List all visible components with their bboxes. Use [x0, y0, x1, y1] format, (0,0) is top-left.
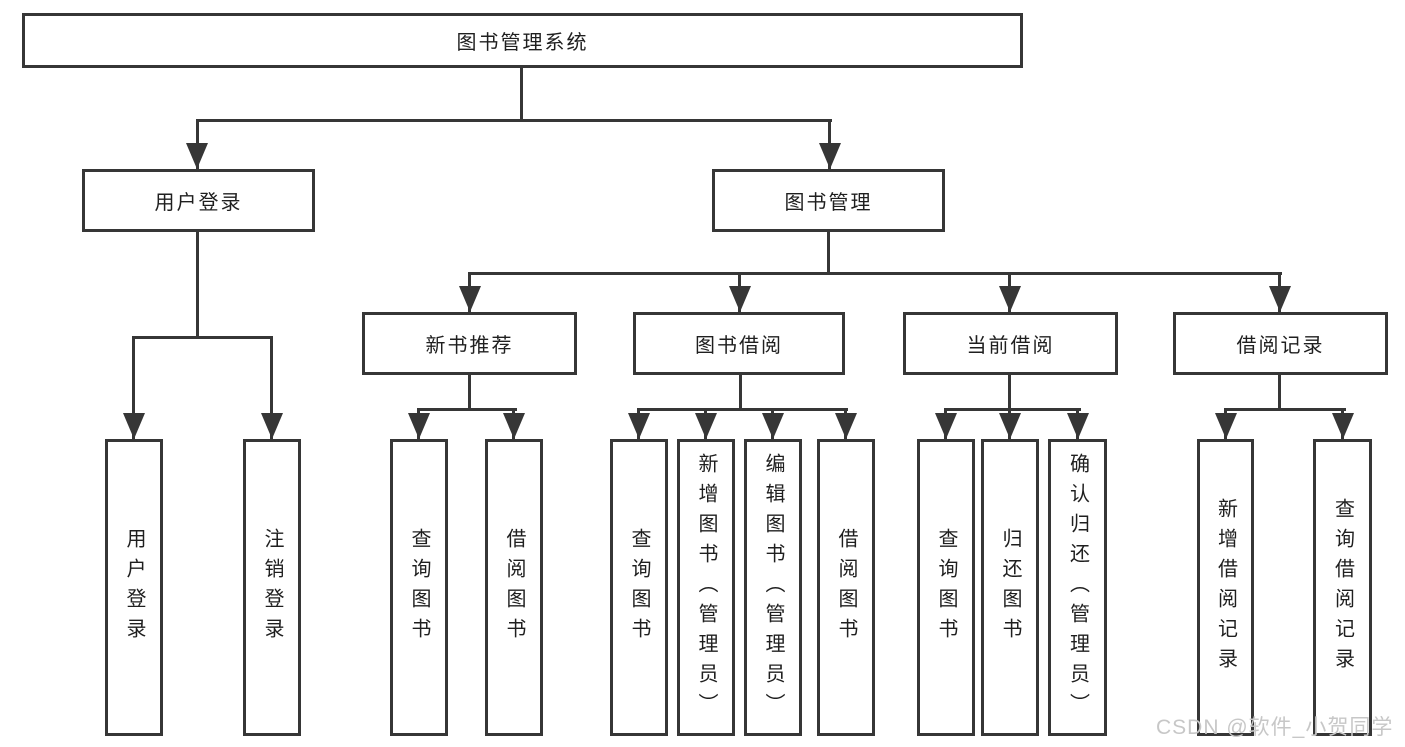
arrowhead-borrow1-icon	[503, 413, 525, 439]
node-new-book-recommend: 新书推荐	[362, 312, 577, 375]
leaf-query-books-3-label: 查询图书	[935, 527, 957, 648]
leaf-confirm-return-admin-label: 确认归还（管理员）	[1066, 452, 1089, 723]
connector-newbook-vline	[468, 375, 471, 411]
leaf-edit-book-admin-label: 编辑图书（管理员）	[762, 452, 784, 723]
node-root: 图书管理系统	[22, 13, 1023, 68]
connector-bookmgmt-hline	[468, 272, 1282, 275]
node-current-borrow-label: 当前借阅	[966, 335, 1055, 357]
connector-borrowrecord-vline	[1278, 375, 1281, 411]
arrowhead-book-borrow-icon	[729, 286, 751, 312]
leaf-query-books-3: 查询图书	[917, 439, 975, 736]
leaf-return-book-label: 归还图书	[999, 527, 1021, 648]
arrowhead-query1-icon	[408, 413, 430, 439]
leaf-query-books-2-label: 查询图书	[628, 527, 650, 648]
node-borrow-record: 借阅记录	[1173, 312, 1388, 375]
watermark: CSDN @软件_小贺同学	[1156, 716, 1394, 739]
leaf-borrow-books-2-label: 借阅图书	[835, 527, 857, 648]
node-book-borrow: 图书借阅	[633, 312, 845, 375]
node-book-mgmt: 图书管理	[712, 169, 945, 232]
connector-newbook-hline	[417, 408, 517, 411]
leaf-logout: 注销登录	[243, 439, 301, 736]
leaf-borrow-books-1-label: 借阅图书	[503, 527, 525, 648]
connector-bookborrow-vline	[739, 375, 742, 411]
arrowhead-borrow-record-icon	[1269, 286, 1291, 312]
node-borrow-record-label: 借阅记录	[1236, 335, 1325, 357]
connector-userlogin-hline	[132, 336, 273, 339]
arrowhead-query-record-icon	[1332, 413, 1354, 439]
connector-borrowrecord-hline	[1224, 408, 1346, 411]
arrowhead-leaf-login-icon	[123, 413, 145, 439]
arrowhead-current-borrow-icon	[999, 286, 1021, 312]
arrowhead-borrow2-icon	[835, 413, 857, 439]
arrowhead-return-book-icon	[999, 413, 1021, 439]
leaf-add-borrow-record: 新增借阅记录	[1197, 439, 1254, 736]
leaf-query-borrow-record: 查询借阅记录	[1313, 439, 1372, 736]
connector-currentborrow-hline	[944, 408, 1081, 411]
arrowhead-add-record-icon	[1215, 413, 1237, 439]
leaf-query-books-1-label: 查询图书	[408, 527, 430, 648]
leaf-confirm-return-admin: 确认归还（管理员）	[1048, 439, 1107, 736]
connector-root-hline	[196, 119, 832, 122]
leaf-query-books-1: 查询图书	[390, 439, 448, 736]
arrowhead-edit-book-icon	[762, 413, 784, 439]
connector-drop-leaf-login	[132, 336, 135, 439]
connector-userlogin-vline	[196, 232, 199, 339]
leaf-logout-label: 注销登录	[261, 527, 283, 648]
arrowhead-new-book-icon	[459, 286, 481, 312]
arrowhead-add-book-icon	[695, 413, 717, 439]
leaf-edit-book-admin: 编辑图书（管理员）	[744, 439, 802, 736]
leaf-borrow-books-2: 借阅图书	[817, 439, 875, 736]
arrowhead-leaf-logout-icon	[261, 413, 283, 439]
leaf-user-login-label: 用户登录	[123, 527, 145, 648]
arrowhead-confirm-return-icon	[1067, 413, 1089, 439]
node-book-mgmt-label: 图书管理	[784, 192, 873, 214]
leaf-add-borrow-record-label: 新增借阅记录	[1214, 497, 1237, 678]
node-current-borrow: 当前借阅	[903, 312, 1118, 375]
node-root-label: 图书管理系统	[456, 32, 589, 54]
leaf-add-book-admin-label: 新增图书（管理员）	[695, 452, 717, 723]
arrowhead-query2-icon	[628, 413, 650, 439]
leaf-borrow-books-1: 借阅图书	[485, 439, 543, 736]
leaf-add-book-admin: 新增图书（管理员）	[677, 439, 735, 736]
arrowhead-user-login-icon	[186, 143, 208, 169]
arrowhead-book-mgmt-icon	[819, 143, 841, 169]
leaf-query-borrow-record-label: 查询借阅记录	[1331, 497, 1354, 678]
connector-drop-leaf-logout	[270, 336, 273, 439]
connector-bookmgmt-vline	[827, 232, 830, 275]
node-user-login: 用户登录	[82, 169, 315, 232]
leaf-user-login: 用户登录	[105, 439, 163, 736]
leaf-query-books-2: 查询图书	[610, 439, 668, 736]
leaf-return-book: 归还图书	[981, 439, 1039, 736]
arrowhead-query3-icon	[935, 413, 957, 439]
node-book-borrow-label: 图书借阅	[695, 335, 783, 357]
connector-bookborrow-hline	[637, 408, 848, 411]
node-user-login-label: 用户登录	[154, 192, 243, 214]
connector-currentborrow-vline	[1008, 375, 1011, 411]
node-new-book-recommend-label: 新书推荐	[425, 335, 514, 357]
connector-root-vline	[520, 68, 523, 119]
